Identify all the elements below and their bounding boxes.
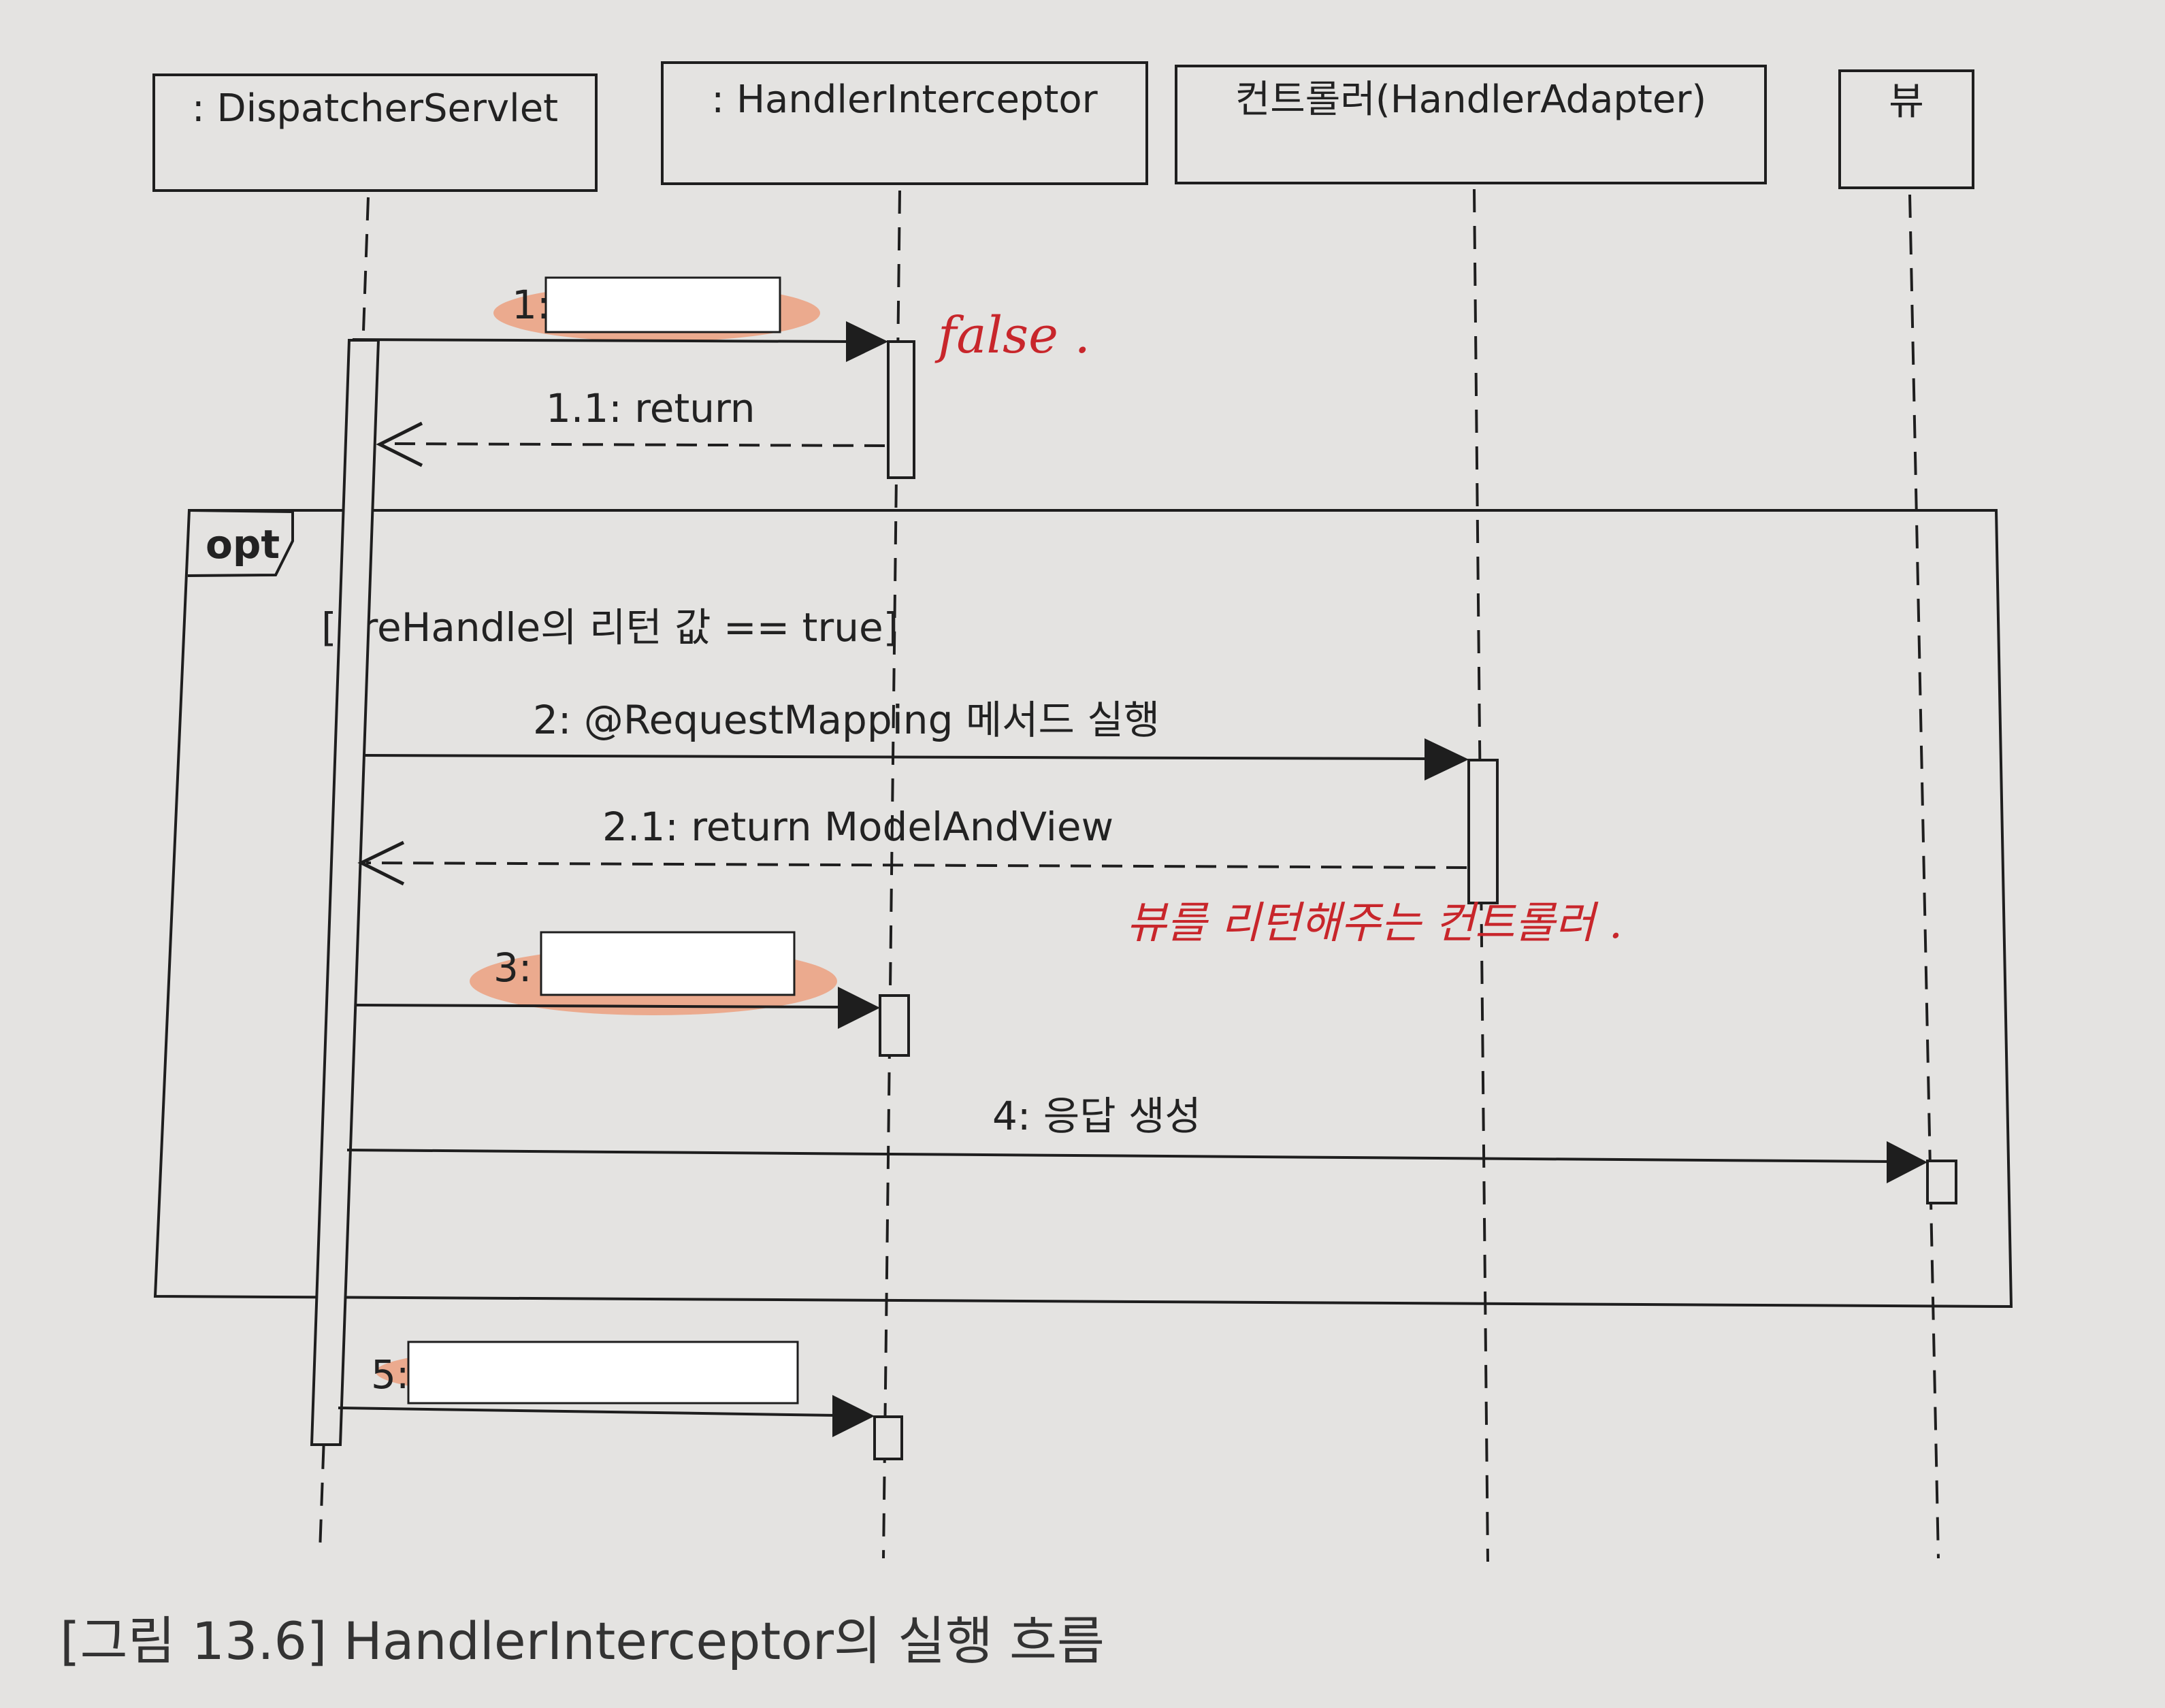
arrowhead-4 [1887,1141,1927,1183]
message-line-5 [338,1407,838,1417]
figure-caption: [그림 13.6] HandlerInterceptor의 실행 흐름 [60,1611,1105,1671]
lifeline-box-view [1838,69,1974,189]
opt-operator: opt [206,521,280,568]
message-line-2 [363,754,1430,760]
handwritten-controller-note: 뷰를 리턴해주는 컨트롤러 . [1126,898,1623,949]
message-line-1 [352,338,851,343]
arrowhead-1-1 [376,421,423,467]
activation-interceptor-1 [887,340,915,479]
redacted-box-3 [540,931,796,996]
lifeline-label-view: 뷰 [1889,80,1924,124]
lifeline-box-dispatcher [152,73,598,192]
message-label-1-1: 1.1: return [546,385,755,431]
arrowhead-1 [846,321,888,362]
activation-dispatcher-outer [310,339,380,1446]
opt-fragment-frame [153,509,2013,1309]
message-line-4 [346,1149,1891,1163]
arrowhead-3 [838,987,880,1029]
opt-guard: [preHandle의 리턴 값 == true] [321,604,898,651]
message-line-3 [355,1004,843,1008]
lifeline-box-controller [1175,65,1767,184]
lifeline-label-interceptor: : HandlerInterceptor [711,78,1098,122]
message-line-1-1 [384,442,885,447]
message-label-2-1: 2.1: return ModelAndView [602,804,1113,850]
activation-interceptor-3 [879,994,910,1057]
message-label-5: 5: [371,1351,409,1398]
redacted-box-1 [544,276,781,333]
activation-controller-2 [1467,759,1499,904]
arrowhead-2-1 [357,840,405,886]
message-line-2-1 [365,861,1467,869]
redacted-box-5 [407,1341,799,1405]
opt-fragment-tab [187,509,294,577]
lifeline-box-interceptor [661,61,1148,185]
activation-interceptor-5 [873,1415,903,1460]
handwritten-false-note: false . [934,306,1090,365]
arrowhead-2 [1425,738,1469,781]
message-label-4: 4: 응답 생성 [992,1093,1201,1139]
activation-view-4 [1926,1160,1957,1204]
message-label-1: 1: [512,282,550,328]
message-label-2: 2: @RequestMapping 메서드 실행 [533,697,1160,743]
lifeline-label-controller: 컨트롤러(HandlerAdapter) [1235,78,1706,122]
lifeline-view [1908,194,1940,1559]
lifeline-label-dispatcher: : DispatcherServlet [192,86,558,131]
arrowhead-5 [832,1395,875,1437]
lifeline-controller [1473,188,1489,1562]
message-label-3: 3: [493,945,532,991]
